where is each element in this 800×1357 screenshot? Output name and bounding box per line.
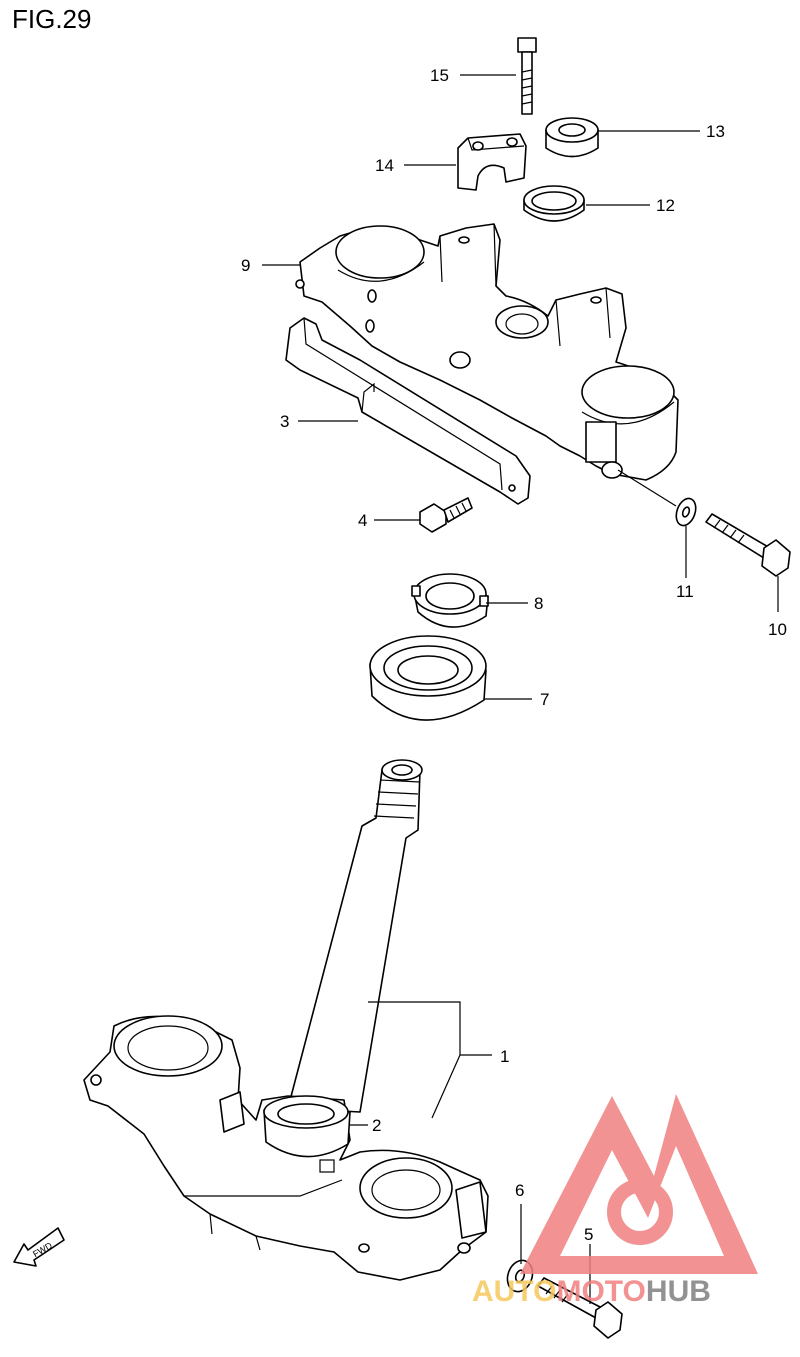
- part-8-ring-nut: [411, 573, 489, 628]
- watermark-circle: [607, 1179, 673, 1245]
- callout-2: 2: [372, 1116, 381, 1135]
- callout-numbers: 1 2 3 4 5 6 7 8 9 10 11 12 13 14 15: [241, 66, 787, 1244]
- part-3-plate: [285, 317, 531, 505]
- callout-11: 11: [676, 582, 694, 601]
- callout-4: 4: [358, 511, 367, 530]
- part-14-clamp: [457, 133, 527, 191]
- part-15-bolt: [517, 37, 537, 115]
- callout-7: 7: [540, 690, 549, 709]
- part-1-steering-stem: [83, 759, 489, 1281]
- part-10-bolt: [705, 513, 791, 577]
- callout-9: 9: [241, 256, 250, 275]
- watermark-logo: AUTOMOTOHUB: [472, 1094, 758, 1308]
- part-12-washer: [523, 185, 585, 222]
- callout-14: 14: [375, 156, 394, 175]
- part-2-collar: [263, 1095, 351, 1158]
- callout-8: 8: [534, 594, 543, 613]
- figure-title: FIG.29: [12, 4, 92, 34]
- callout-5: 5: [584, 1225, 593, 1244]
- callout-6: 6: [515, 1181, 524, 1200]
- callout-3: 3: [280, 412, 289, 431]
- part-9-upper-bracket: [295, 223, 679, 481]
- watermark-text-auto: AUTO: [472, 1275, 556, 1308]
- part-13-nut: [545, 117, 599, 158]
- callout-13: 13: [706, 122, 725, 141]
- leader-lines: [262, 74, 779, 1304]
- watermark-text: AUTOMOTOHUB: [472, 1275, 711, 1308]
- callout-15: 15: [430, 66, 449, 85]
- part-4-bolt: [419, 497, 473, 533]
- watermark-text-moto: MOTO: [556, 1275, 645, 1308]
- fwd-arrow: FWD: [13, 1227, 65, 1267]
- part-7-bearing: [369, 635, 487, 721]
- part-5-bolt: [537, 1277, 623, 1339]
- part-11-washer: [675, 497, 697, 527]
- callout-1: 1: [500, 1047, 509, 1066]
- callout-12: 12: [656, 196, 675, 215]
- callout-10: 10: [768, 620, 787, 639]
- watermark-text-hub: HUB: [646, 1275, 711, 1308]
